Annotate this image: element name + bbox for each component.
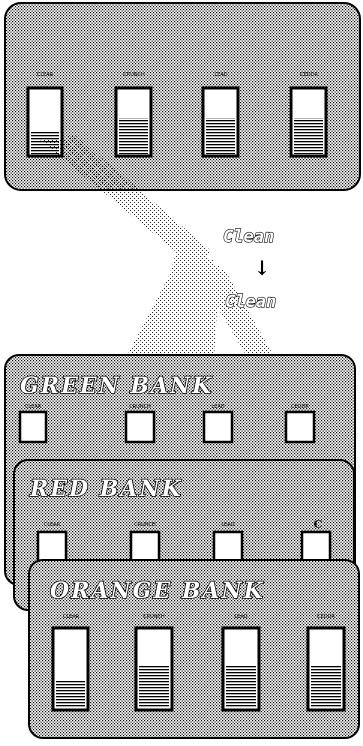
slot-label: LEAD	[211, 404, 224, 410]
slot-label: LEAD	[234, 614, 247, 620]
mapping-label: Clean ↓ Clean	[222, 226, 276, 312]
slot-label: CEDDR	[291, 404, 309, 410]
slot-label: CRUNCH	[134, 522, 156, 528]
top-slot-crunch: CRUNCH	[114, 72, 153, 158]
down-arrow-icon: ↓	[254, 256, 271, 280]
orange-bank-panel: ORANGE BANK CLEAR CRUNCH LEAD CEDDR	[28, 559, 360, 739]
slot-label: CRUNCH	[123, 72, 145, 78]
slot-label: CRUNCH	[129, 404, 151, 410]
slot-label: CLEAR	[63, 614, 80, 620]
top-slot-ceddr: CEDDR	[289, 72, 328, 158]
source-label: Clean	[223, 227, 274, 247]
slot-label: LEAD	[221, 522, 234, 528]
slot-label: CEDDR	[300, 72, 318, 78]
slot-label: C	[314, 518, 323, 531]
bank-title: GREEN BANK	[20, 373, 213, 399]
slot-label: LEAD	[214, 72, 227, 78]
slot-label: CLEAR	[44, 522, 61, 528]
top-slot-lead: LEAD	[201, 72, 240, 158]
slot-label: CEDDR	[317, 614, 335, 620]
bank-title: ORANGE BANK	[50, 578, 265, 604]
target-label: Clean	[225, 292, 276, 312]
slot-label: CLEAR	[25, 404, 42, 410]
bank-title: RED BANK	[29, 476, 183, 502]
slot-label: CLEAR	[37, 72, 54, 78]
slot-label: CRUNCH	[143, 614, 165, 620]
top-panel: CLEAR CRUNCH LEAD CEDDR	[4, 2, 361, 191]
